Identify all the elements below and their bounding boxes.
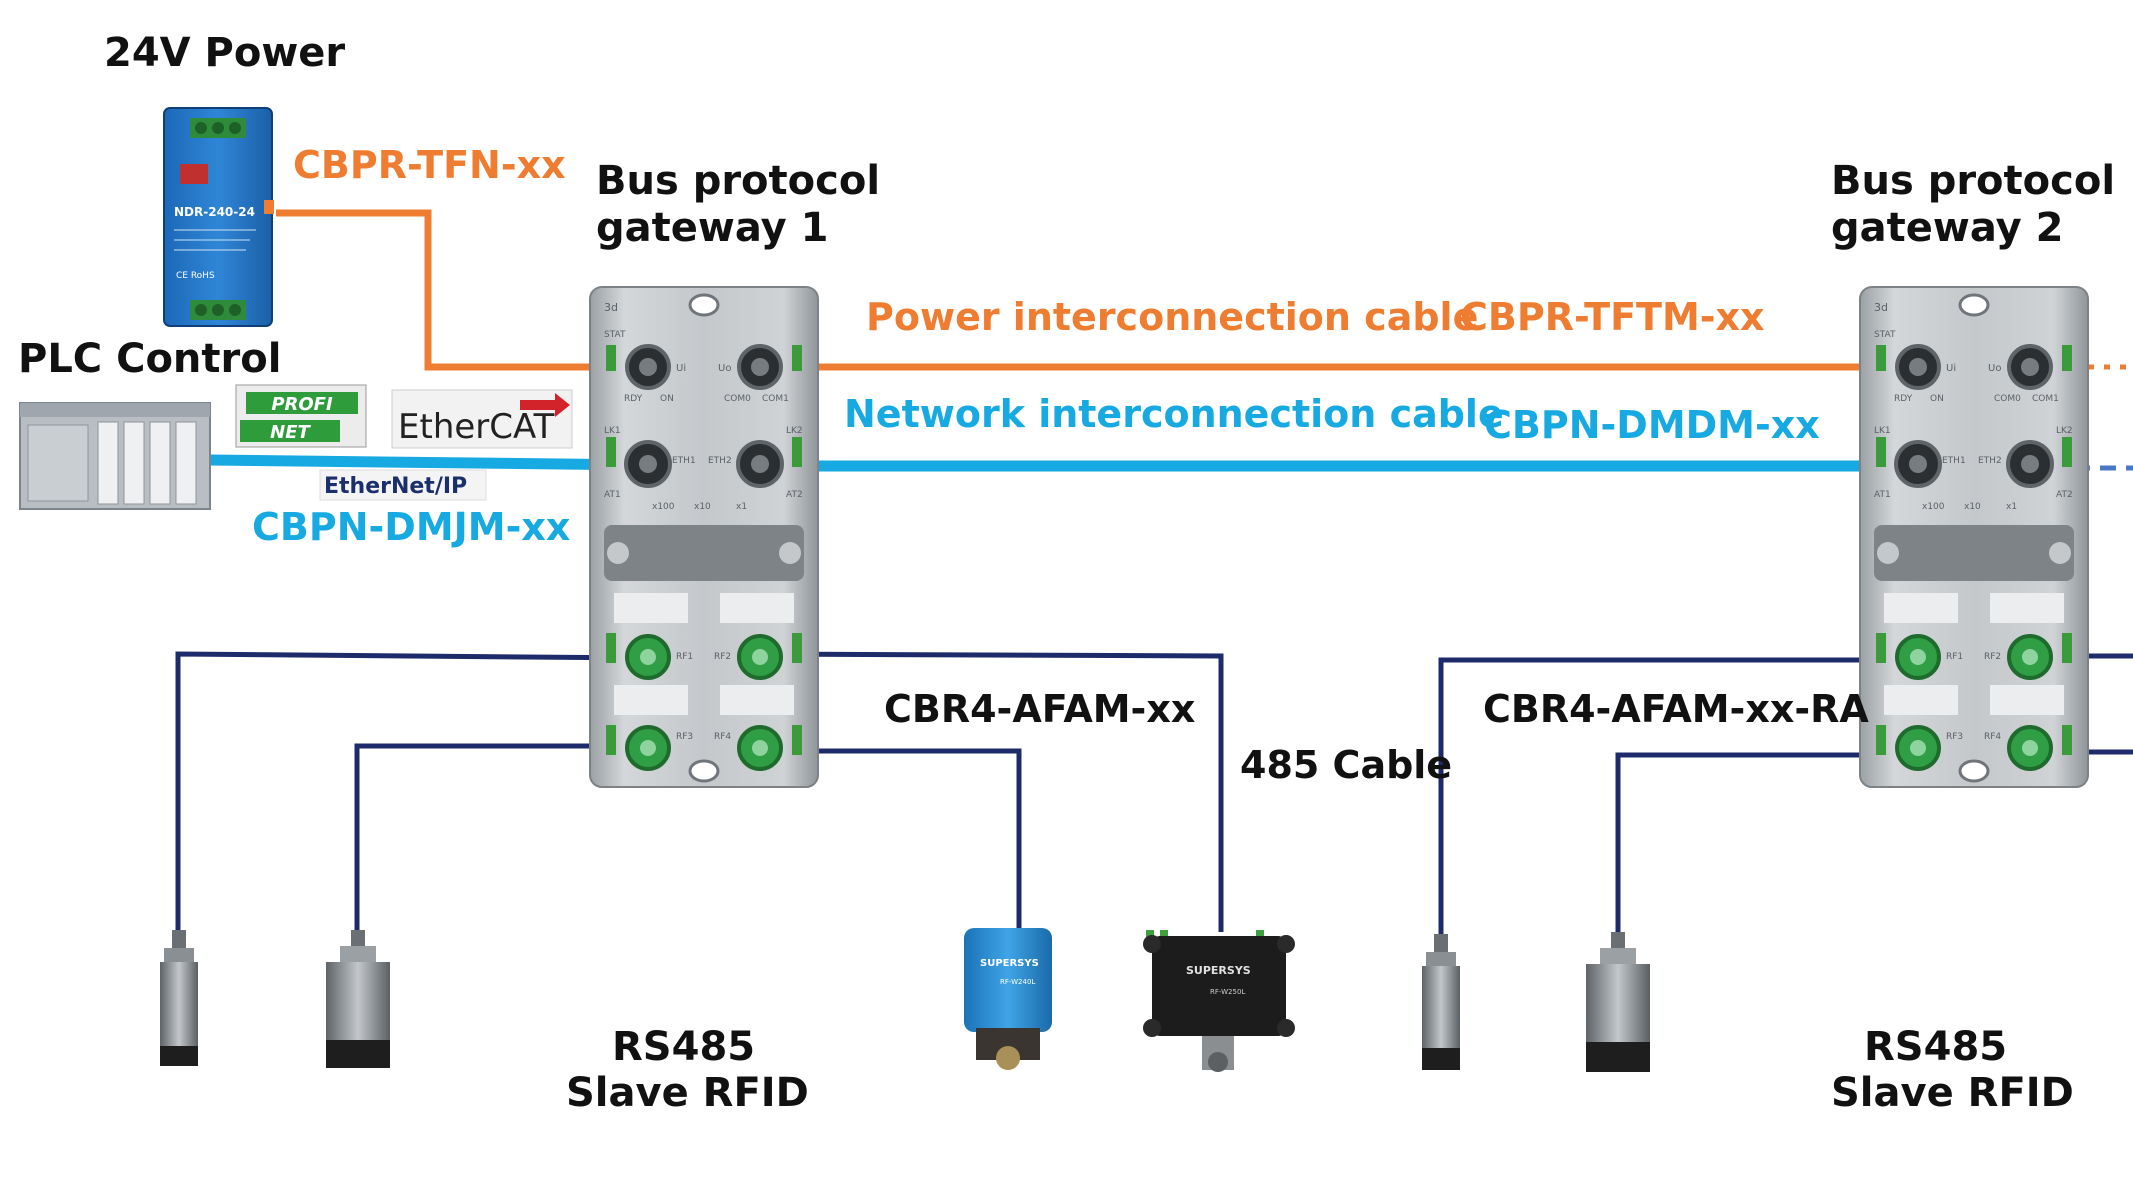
gw2-com1-text: COM1 bbox=[2032, 394, 2059, 404]
ethercat-logo: EtherCAT bbox=[391, 389, 573, 449]
rfid-cable-label-1: CBR4-AFAM-xx bbox=[884, 687, 1196, 731]
small-reader-model: RF-W240L bbox=[1000, 978, 1035, 986]
gw2-eth1-text: ETH1 bbox=[1942, 456, 1966, 466]
power-cable-label: CBPR-TFN-xx bbox=[293, 143, 566, 187]
gw2-x10-text: x10 bbox=[1964, 502, 1981, 512]
gw2-at1-text: AT1 bbox=[1874, 490, 1891, 500]
profinet-text-2: NET bbox=[270, 422, 311, 443]
gw2-rf1-text: RF1 bbox=[1946, 652, 1963, 662]
plc-to-gateway1-cable bbox=[207, 454, 649, 471]
proximity-sensor-icon bbox=[1586, 932, 1650, 1072]
gw1-stat-text: STAT bbox=[604, 330, 626, 340]
ethernetip-logo: EtherNet/IP bbox=[319, 469, 487, 501]
gw1-eth2-text: ETH2 bbox=[708, 456, 732, 466]
gw1-lk2-text: LK2 bbox=[786, 426, 803, 436]
network-interconnection-code: CBPN-DMDM-xx bbox=[1484, 403, 1820, 447]
gw1-rf3-text: RF3 bbox=[676, 732, 693, 742]
power-supply-to-gateway1-cable bbox=[276, 209, 645, 371]
small-reader-brand: SUPERSYS bbox=[980, 958, 1039, 969]
large-reader-brand: SUPERSYS bbox=[1186, 964, 1251, 977]
profinet-logo: PROFI NET bbox=[235, 384, 367, 448]
gw2-rf2-text: RF2 bbox=[1984, 652, 2001, 662]
rfid-label-1-line2: Slave RFID bbox=[566, 1070, 809, 1116]
plc-title: PLC Control bbox=[18, 336, 282, 382]
rf4-cable-gw1 bbox=[757, 748, 1022, 930]
rfid-cable-label-2: CBR4-AFAM-xx-RA bbox=[1483, 687, 1869, 731]
gw1-com0-text: COM0 bbox=[724, 394, 751, 404]
gw1-rf2-text: RF2 bbox=[714, 652, 731, 662]
ethernetip-text: EtherNet/IP bbox=[324, 474, 467, 499]
rfid-label-1-line1: RS485 bbox=[612, 1024, 756, 1070]
large-reader-model: RF-W250L bbox=[1210, 988, 1245, 996]
power-supply-title: 24V Power bbox=[104, 30, 346, 76]
gw2-on-text: ON bbox=[1930, 394, 1944, 404]
gw1-ui-text: Ui bbox=[676, 363, 686, 374]
gw1-rdy-text: RDY bbox=[624, 394, 643, 404]
gw1-x1-text: x1 bbox=[736, 502, 747, 512]
gw2-tag-text: 3d bbox=[1874, 301, 1888, 314]
rf2-cable-gw1 bbox=[756, 651, 1224, 932]
gw1-uo-text: Uo bbox=[718, 363, 731, 374]
plc-cable-label: CBPN-DMJM-xx bbox=[252, 505, 571, 549]
proximity-sensor-icon bbox=[326, 930, 390, 1068]
gw1-eth1-text: ETH1 bbox=[672, 456, 696, 466]
network-interconnection-label: Network interconnection cable bbox=[844, 392, 1504, 436]
gw2-rf3-text: RF3 bbox=[1946, 732, 1963, 742]
gw1-at2-text: AT2 bbox=[786, 490, 803, 500]
power-cable-lines bbox=[276, 209, 2133, 371]
rfid-reader-icon: SUPERSYS RF-W240L bbox=[964, 928, 1052, 1070]
power-interconnection-code: CBPR-TFTM-xx bbox=[1460, 295, 1765, 339]
ethercat-text: EtherCAT bbox=[398, 407, 555, 447]
gateway-icon: 3d STAT RDY ON COM0 COM1 LK1 LK2 AT1 AT2… bbox=[1859, 286, 2089, 788]
rf1-cable-gw1 bbox=[175, 651, 646, 932]
gw2-eth2-text: ETH2 bbox=[1978, 456, 2002, 466]
power-interconnection-label: Power interconnection cable bbox=[866, 295, 1479, 339]
gw2-lk1-text: LK1 bbox=[1874, 426, 1891, 436]
rfid-cable-lines bbox=[175, 651, 2133, 936]
gw2-com0-text: COM0 bbox=[1994, 394, 2021, 404]
gw1-com1-text: COM1 bbox=[762, 394, 789, 404]
plc-icon bbox=[19, 402, 211, 510]
gw1-lk1-text: LK1 bbox=[604, 426, 621, 436]
gw2-at2-text: AT2 bbox=[2056, 490, 2073, 500]
gateway2-title-line2: gateway 2 bbox=[1831, 205, 2064, 251]
gw2-uo-text: Uo bbox=[1988, 363, 2001, 374]
gw2-lk2-text: LK2 bbox=[2056, 426, 2073, 436]
gw2-stat-text: STAT bbox=[1874, 330, 1896, 340]
gateway-icon: 3d STAT RDY ON COM0 COM1 LK1 LK2 AT1 AT2… bbox=[589, 286, 819, 788]
rfid-label-2-line1: RS485 bbox=[1864, 1024, 2008, 1070]
gateway1-title-line2: gateway 1 bbox=[596, 205, 829, 251]
rf3-cable-gw2 bbox=[1615, 752, 1915, 934]
gw1-tag-text: 3d bbox=[604, 301, 618, 314]
power-supply-icon: NDR-240-24 CE RoHS bbox=[163, 107, 274, 327]
proximity-sensor-icon bbox=[160, 930, 198, 1066]
rf3-cable-gw1 bbox=[354, 743, 645, 932]
gateway2-title-line1: Bus protocol bbox=[1831, 158, 2116, 204]
gw2-ui-text: Ui bbox=[1946, 363, 1956, 374]
rfid-label-2-line2: Slave RFID bbox=[1831, 1070, 2074, 1116]
rf1-cable-gw2 bbox=[1438, 657, 1915, 936]
gw1-at1-text: AT1 bbox=[604, 490, 621, 500]
gw1-rf4-text: RF4 bbox=[714, 732, 731, 742]
profinet-text-1: PROFI bbox=[271, 394, 333, 415]
network-cable-lines bbox=[207, 454, 1920, 472]
gateway1-title-line1: Bus protocol bbox=[596, 158, 881, 204]
gw2-x1-text: x1 bbox=[2006, 502, 2017, 512]
gw2-rf4-text: RF4 bbox=[1984, 732, 2001, 742]
gw2-x100-text: x100 bbox=[1922, 502, 1945, 512]
psu-ce-text: CE RoHS bbox=[176, 271, 215, 281]
cable-485-label: 485 Cable bbox=[1240, 743, 1453, 787]
gw1-x100-text: x100 bbox=[652, 502, 675, 512]
psu-model-text: NDR-240-24 bbox=[174, 205, 255, 219]
gw1-rf1-text: RF1 bbox=[676, 652, 693, 662]
gw2-rdy-text: RDY bbox=[1894, 394, 1913, 404]
rfid-reader-icon: SUPERSYS RF-W250L bbox=[1143, 930, 1295, 1072]
proximity-sensor-icon bbox=[1422, 934, 1460, 1070]
gw1-x10-text: x10 bbox=[694, 502, 711, 512]
gw1-on-text: ON bbox=[660, 394, 674, 404]
